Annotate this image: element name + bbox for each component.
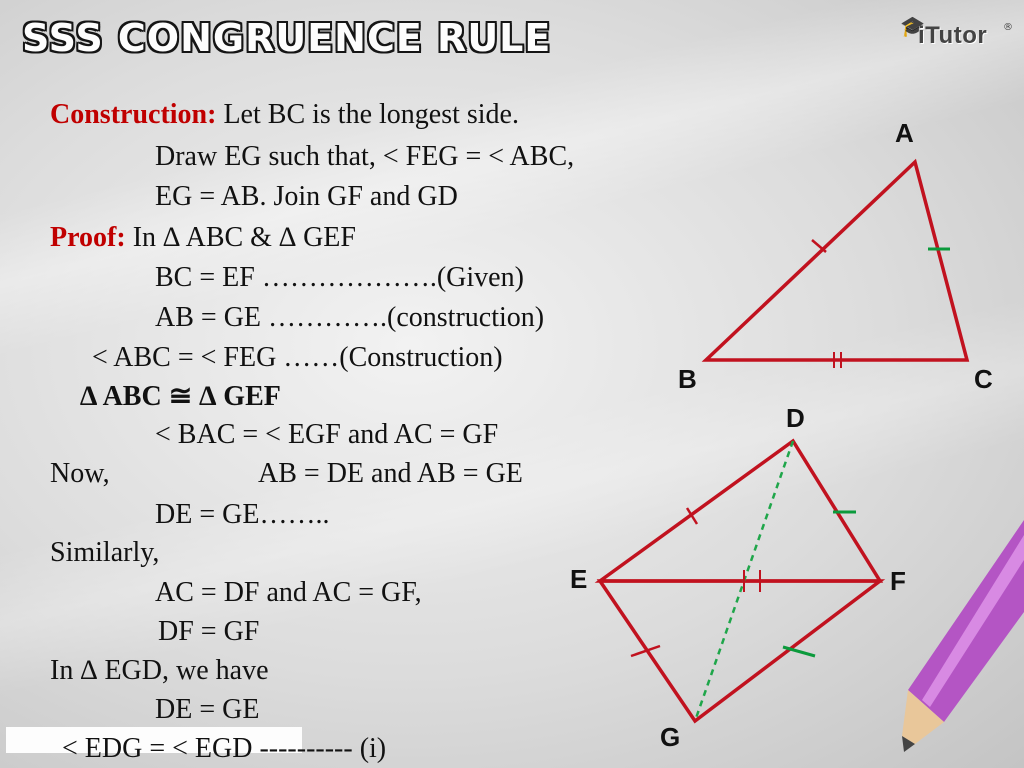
proof-line: AB = DE and AB = GE (258, 458, 523, 489)
proof-line: Similarly, (50, 537, 160, 568)
triangle-abc (701, 158, 970, 362)
vertex-label-g: G (660, 722, 680, 752)
construction-label: Construction: (50, 99, 217, 130)
slide-title: SSS CONGRUENCE RULE (22, 16, 552, 60)
logo-text: iTutor (918, 22, 988, 49)
pencil-icon (902, 520, 1024, 752)
construction-text: Let BC is the longest side. (216, 99, 519, 130)
congruence-statement: ∆ ABC ≅ ∆ GEF (80, 381, 281, 412)
proof-line: AB = GE ………….(construction) (155, 302, 545, 333)
proof-label: Proof: (50, 222, 126, 253)
proof-line: Draw EG such that, < FEG = < ABC, (155, 141, 575, 172)
vertex-label-d: D (786, 403, 805, 433)
vertex-label-b: B (678, 364, 697, 394)
proof-line: AC = DF and AC = GF, (155, 577, 422, 608)
tick-de (685, 507, 699, 525)
proof-line: < ABC = < FEG ……(Construction) (92, 342, 503, 373)
tick-ab (811, 239, 827, 253)
construction-line: Construction: Let BC is the longest side… (50, 100, 519, 130)
vertex-label-a: A (895, 118, 914, 148)
graduation-cap-icon: 🎓 (900, 14, 925, 38)
proof-line: BC = EF ……………….(Given) (155, 262, 524, 293)
proof-line-final: < EDG = < EGD ---------- (i) (62, 733, 387, 764)
proof-line: DF = GF (158, 616, 260, 647)
proof-line: < BAC = < EGF and AC = GF (155, 419, 499, 450)
tick-gf (782, 645, 816, 658)
proof-line: DE = GE (155, 694, 260, 725)
proof-line: DE = GE…….. (155, 499, 330, 530)
proof-line-now: Now, (50, 458, 110, 489)
proof-heading-text: In ∆ ABC & ∆ GEF (125, 222, 356, 253)
proof-line: EG = AB. Join GF and GD (155, 181, 458, 212)
itutor-logo: 🎓 iTutor ® (900, 14, 1020, 49)
proof-heading-line: Proof: In ∆ ABC & ∆ GEF (50, 223, 356, 253)
tick-eg (630, 644, 661, 658)
vertex-label-f: F (890, 566, 906, 596)
vertex-label-c: C (974, 364, 993, 394)
logo-registered-mark: ® (1003, 22, 1013, 33)
highlight-box (6, 727, 302, 753)
proof-line: In ∆ EGD, we have (50, 655, 269, 686)
vertex-label-e: E (570, 564, 587, 594)
